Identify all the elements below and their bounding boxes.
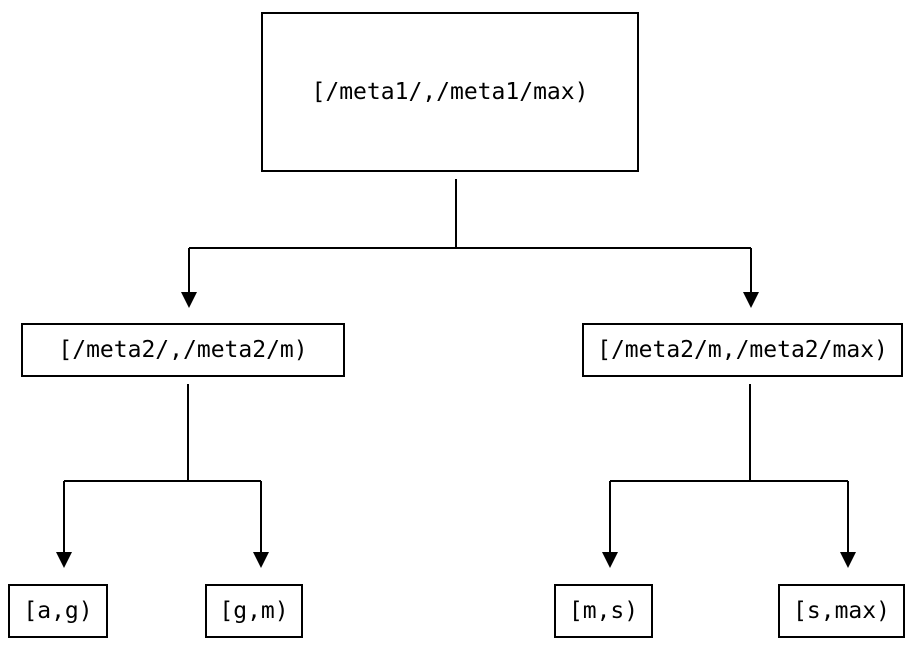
node-root-label: [/meta1/,/meta1/max) (311, 78, 589, 105)
node-root: [/meta1/,/meta1/max) (261, 12, 639, 172)
arrow-down-icon (181, 292, 197, 308)
node-leaf-m-s: [m,s) (554, 584, 653, 638)
node-leaf-a-g: [a,g) (8, 584, 108, 638)
edge-root-to-children (188, 179, 752, 294)
arrow-down-icon (253, 552, 269, 568)
node-meta2-high: [/meta2/m,/meta2/max) (582, 323, 903, 377)
arrow-down-icon (743, 292, 759, 308)
arrow-down-icon (840, 552, 856, 568)
node-meta2-low-label: [/meta2/,/meta2/m) (58, 336, 308, 363)
edge-meta2-high-to-children (609, 384, 849, 554)
node-leaf-m-s-label: [m,s) (568, 597, 639, 624)
arrow-down-icon (602, 552, 618, 568)
node-leaf-s-max-label: [s,max) (793, 597, 890, 624)
node-meta2-high-label: [/meta2/m,/meta2/max) (597, 336, 888, 363)
node-leaf-g-m-label: [g,m) (219, 597, 289, 624)
edge-meta2-low-to-children (63, 384, 262, 554)
node-leaf-g-m: [g,m) (205, 584, 303, 638)
node-meta2-low: [/meta2/,/meta2/m) (21, 323, 345, 377)
node-leaf-a-g-label: [a,g) (23, 597, 93, 624)
arrow-down-icon (56, 552, 72, 568)
node-leaf-s-max: [s,max) (778, 584, 905, 638)
